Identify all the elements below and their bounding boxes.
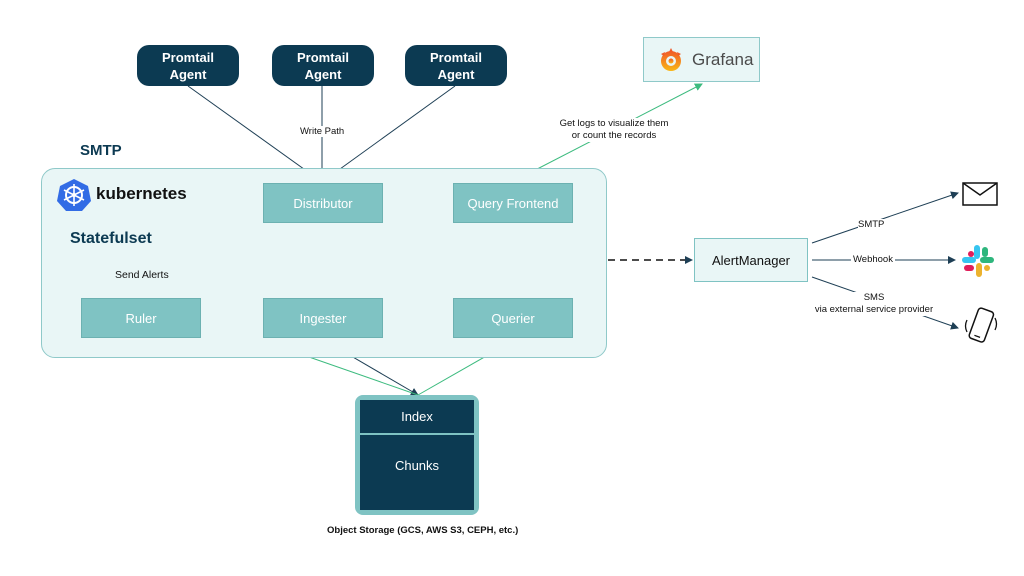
querier-box: Querier (453, 298, 573, 338)
send-alerts-label: Send Alerts (114, 269, 170, 281)
envelope-icon (962, 182, 998, 206)
get-logs-label: Get logs to visualize them or count the … (552, 118, 676, 142)
promtail-agent-2: Promtail Agent (272, 45, 374, 86)
ingester-label: Ingester (299, 310, 347, 326)
object-storage-caption: Object Storage (GCS, AWS S3, CEPH, etc.) (327, 525, 519, 536)
webhook-edge-label: Webhook (851, 254, 895, 265)
smtp-title: SMTP (80, 142, 122, 159)
kubernetes-icon (57, 179, 91, 211)
object-storage: Index Chunks (355, 395, 479, 515)
edge-alertmanager-email (811, 191, 959, 244)
alertmanager-box: AlertManager (694, 238, 808, 282)
ingester-box: Ingester (263, 298, 383, 338)
index-section: Index (360, 400, 474, 435)
promtail-agent-3-label: Promtail Agent (429, 49, 482, 82)
query-frontend-label: Query Frontend (467, 195, 559, 211)
promtail-agent-1-label: Promtail Agent (161, 49, 214, 82)
chunks-label: Chunks (394, 458, 440, 473)
slack-icon (962, 245, 994, 277)
distributor-box: Distributor (263, 183, 383, 223)
object-storage-inner: Index Chunks (360, 400, 474, 510)
grafana-icon (661, 47, 681, 71)
ruler-label: Ruler (125, 310, 157, 326)
distributor-label: Distributor (293, 195, 353, 211)
promtail-agent-3: Promtail Agent (405, 45, 507, 86)
kubernetes-label: kubernetes (96, 184, 187, 203)
query-frontend-box: Query Frontend (453, 183, 573, 223)
index-label: Index (401, 409, 433, 424)
promtail-agent-1: Promtail Agent (137, 45, 239, 86)
querier-label: Querier (491, 310, 535, 326)
sms-edge-label: SMS via external service provider (812, 292, 936, 316)
phone-icon (964, 307, 998, 343)
alertmanager-label: AlertManager (711, 252, 791, 268)
statefulset-title: Statefulset (70, 230, 152, 247)
promtail-agent-2-label: Promtail Agent (296, 49, 349, 82)
edge-agent3-distributor (321, 85, 456, 183)
ruler-box: Ruler (81, 298, 201, 338)
grafana-box: Grafana (643, 37, 760, 82)
write-path-label: Write Path (299, 126, 346, 137)
smtp-edge-label: SMTP (858, 219, 885, 230)
grafana-label: Grafana (692, 49, 754, 69)
edge-agent1-distributor (187, 85, 323, 183)
